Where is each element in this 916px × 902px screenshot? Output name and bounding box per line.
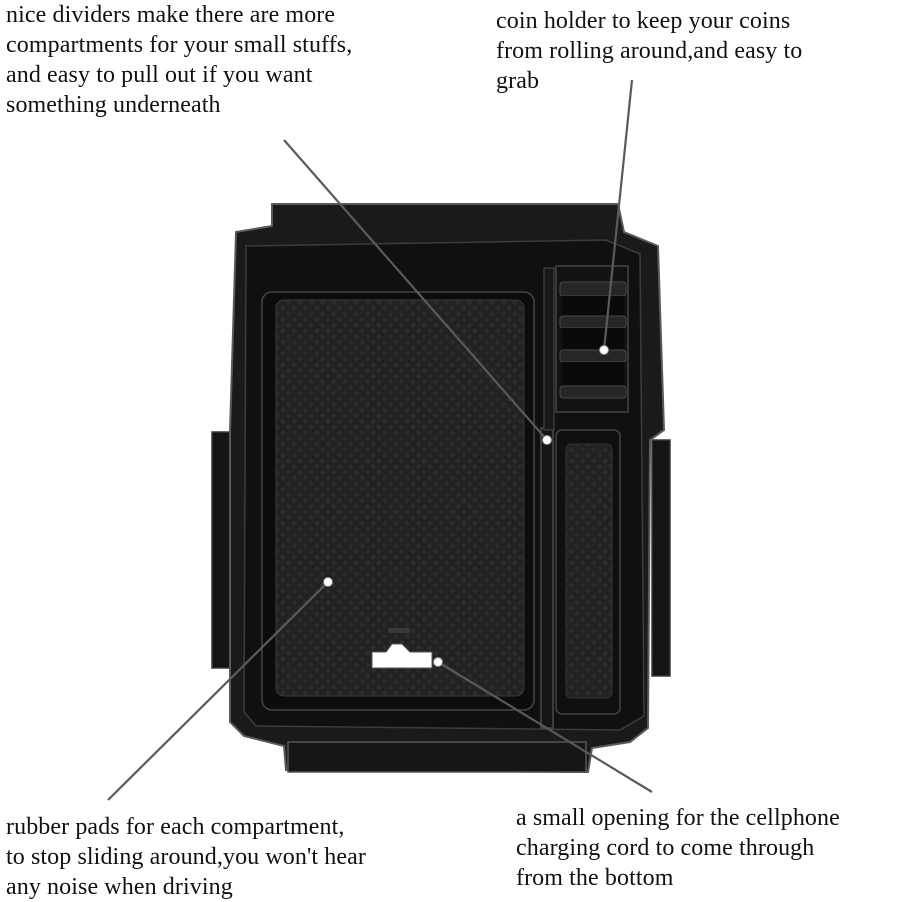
charging-cord-opening [371,643,433,669]
callout-dot-dividers [542,435,552,445]
leader-opening [437,661,653,793]
divider-top [543,267,555,431]
leader-coin-holder [602,79,634,351]
callout-dot-coin-holder [599,345,609,355]
leader-dividers [283,139,548,441]
side-compartment [555,429,621,715]
caption-charging-opening: a small opening for the cellphone chargi… [516,805,840,891]
leader-rubber-pads [107,581,329,801]
coin-holder [555,265,629,413]
tray-front-lip [287,741,587,773]
callout-dot-opening [433,657,443,667]
main-rubber-pad [261,291,535,711]
caption-coin-holder: coin holder to keep your coins from roll… [496,8,803,94]
callout-dot-rubber-pads [323,577,333,587]
caption-rubber-pads: rubber pads for each compartment, to sto… [6,814,366,900]
caption-dividers: nice dividers make there are more compar… [6,2,353,118]
right-flange [651,439,671,677]
removable-divider [540,427,554,729]
slot-tab [388,628,410,633]
